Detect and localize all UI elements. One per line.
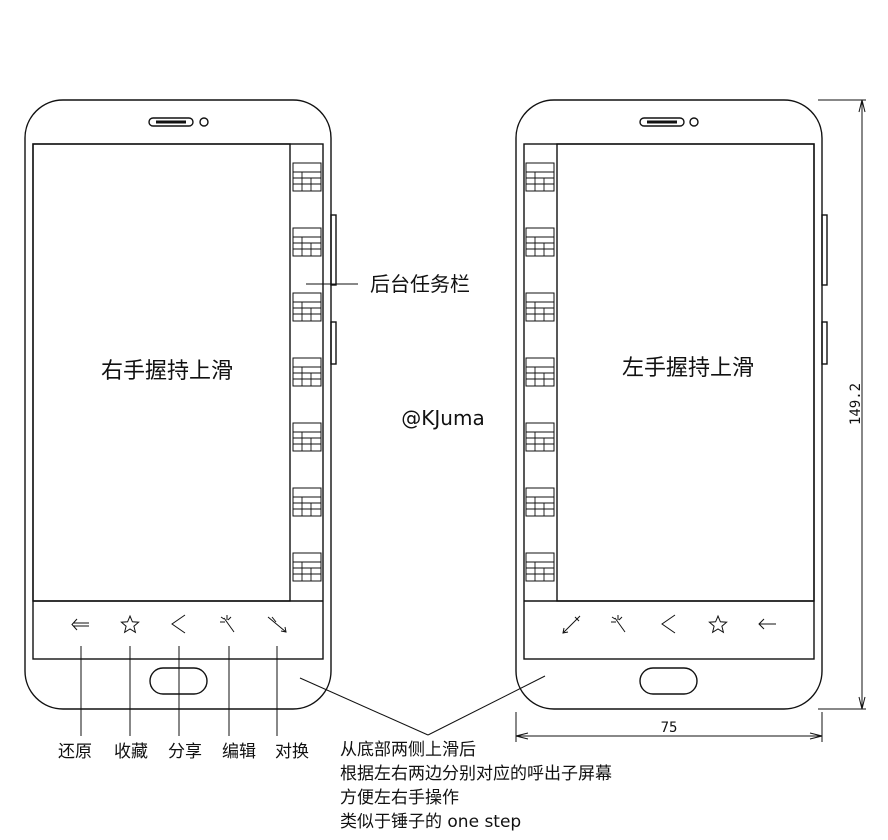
left-back-icon[interactable] bbox=[71, 618, 89, 631]
right-task-card-icon[interactable] bbox=[525, 422, 555, 452]
right-task-card-icon[interactable] bbox=[525, 227, 555, 257]
right-share-icon[interactable] bbox=[661, 614, 676, 634]
swipe-callout-lines bbox=[299, 675, 546, 736]
right-earpiece-icon bbox=[639, 117, 685, 127]
tray-label: 后台任务栏 bbox=[370, 272, 470, 296]
right-task-card-icon[interactable] bbox=[525, 292, 555, 322]
left-camera-icon bbox=[199, 117, 209, 127]
left-star-icon[interactable] bbox=[120, 614, 140, 634]
right-star-icon[interactable] bbox=[708, 614, 728, 634]
left-task-card-icon[interactable] bbox=[292, 227, 322, 257]
left-earpiece-icon bbox=[148, 117, 194, 127]
height-value: 149.2 bbox=[848, 383, 864, 425]
right-task-card-icon[interactable] bbox=[525, 162, 555, 192]
right-phone-body bbox=[515, 99, 823, 710]
left-task-card-icon[interactable] bbox=[292, 162, 322, 192]
description-block: 从底部两侧上滑后 根据左右两边分别对应的呼出子屏幕 方便左右手操作 类似于锤子的… bbox=[340, 740, 612, 832]
toolbar-callouts bbox=[80, 646, 278, 736]
right-magic-wand-icon[interactable] bbox=[611, 615, 626, 633]
right-screen bbox=[523, 143, 815, 660]
toolbar-label-favorite: 收藏 bbox=[114, 742, 148, 762]
toolbar-label-share: 分享 bbox=[168, 742, 202, 762]
left-screen bbox=[32, 143, 324, 660]
toolbar-label-edit: 编辑 bbox=[222, 742, 256, 762]
left-swap-icon[interactable] bbox=[267, 616, 287, 633]
width-value: 75 bbox=[661, 720, 678, 736]
left-phone-body bbox=[24, 99, 332, 710]
left-magic-wand-icon[interactable] bbox=[220, 615, 235, 633]
left-task-card-icon[interactable] bbox=[292, 292, 322, 322]
right-task-card-icon[interactable] bbox=[525, 487, 555, 517]
left-task-card-icon[interactable] bbox=[292, 552, 322, 582]
left-volume-button-icon bbox=[330, 214, 337, 286]
left-task-card-icon[interactable] bbox=[292, 422, 322, 452]
height-dimension bbox=[818, 99, 866, 710]
right-swap-icon[interactable] bbox=[562, 615, 581, 634]
toolbar-label-restore: 还原 bbox=[58, 742, 92, 762]
right-task-tray bbox=[525, 162, 555, 582]
right-home-button-icon bbox=[639, 667, 698, 695]
toolbar-label-swap: 对换 bbox=[275, 742, 309, 762]
left-task-card-icon[interactable] bbox=[292, 487, 322, 517]
left-screen-label: 右手握持上滑 bbox=[101, 359, 233, 384]
right-screen-label: 左手握持上滑 bbox=[622, 356, 754, 381]
width-dimension bbox=[515, 712, 823, 742]
right-task-card-icon[interactable] bbox=[525, 357, 555, 387]
description-line: 类似于锤子的 one step bbox=[340, 812, 521, 832]
description-line: 根据左右两边分别对应的呼出子屏幕 bbox=[340, 764, 612, 784]
right-power-button-icon bbox=[821, 321, 828, 365]
right-task-card-icon[interactable] bbox=[525, 552, 555, 582]
left-share-icon[interactable] bbox=[171, 614, 186, 634]
left-task-tray bbox=[292, 162, 322, 582]
left-power-button-icon bbox=[330, 321, 337, 365]
description-line: 方便左右手操作 bbox=[340, 788, 459, 808]
left-task-card-icon[interactable] bbox=[292, 357, 322, 387]
right-back-arrow-icon[interactable] bbox=[758, 618, 776, 630]
right-camera-icon bbox=[689, 117, 699, 127]
right-volume-button-icon bbox=[821, 214, 828, 286]
description-line: 从底部两侧上滑后 bbox=[340, 740, 476, 760]
left-phone: 右手握持上滑 后台任务栏 还原 bbox=[24, 99, 470, 762]
right-phone: 左手握持上滑 bbox=[515, 99, 828, 710]
watermark: @KJuma bbox=[401, 406, 484, 430]
